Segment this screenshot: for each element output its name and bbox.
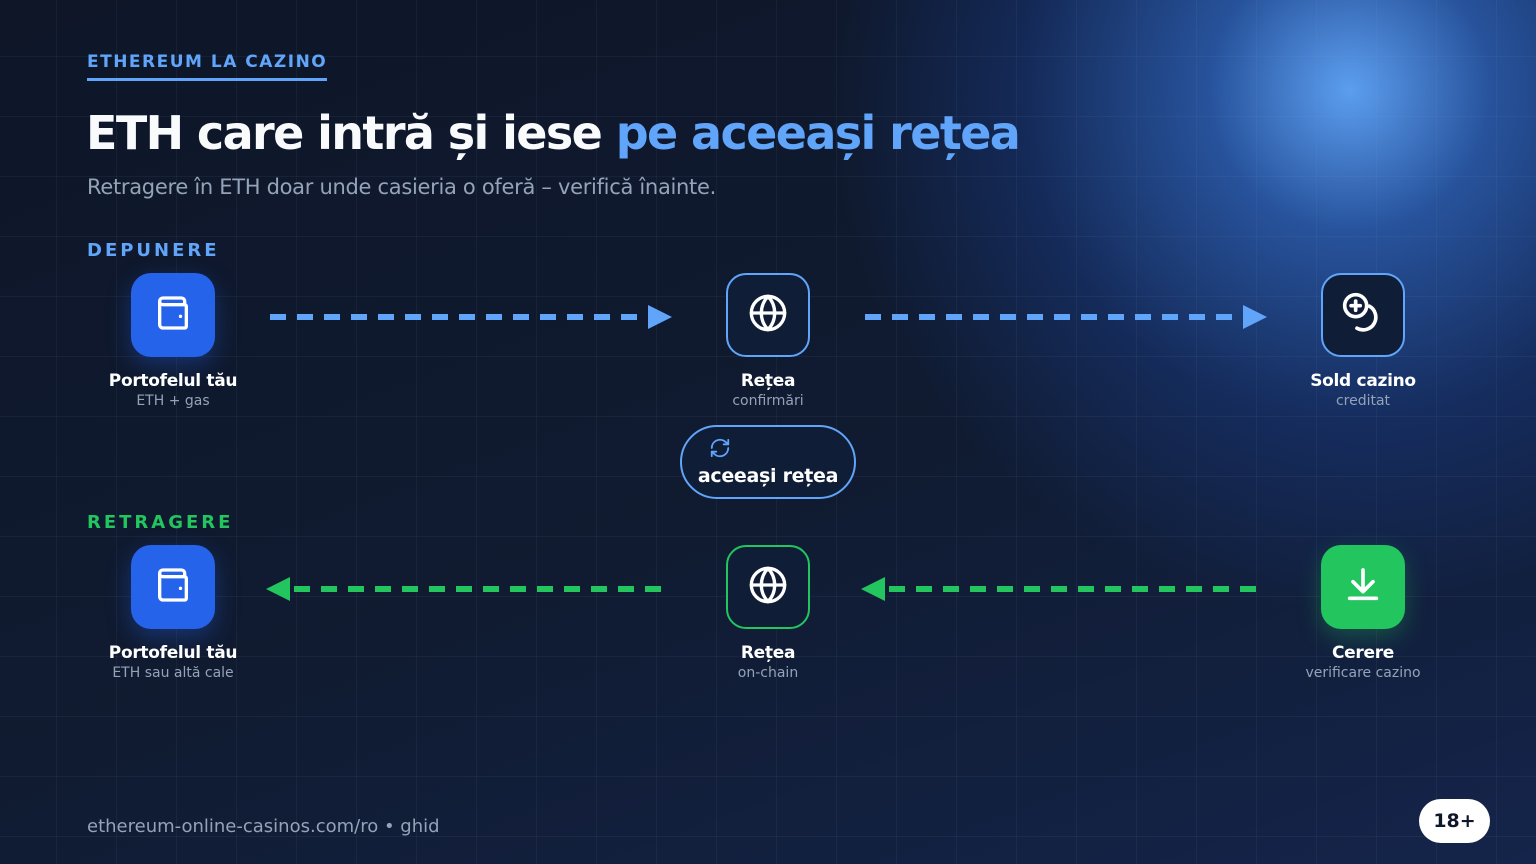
withdraw-node-request: Cerere verificare cazino xyxy=(1253,545,1473,681)
same-network-pill: aceeași rețea xyxy=(680,425,856,499)
globe-icon xyxy=(748,293,788,337)
deposit-section-label: DEPUNERE xyxy=(87,240,220,261)
wallet-icon xyxy=(153,293,193,337)
withdraw-network-box xyxy=(726,545,810,629)
withdraw-section-label: RETRAGERE xyxy=(87,512,234,533)
withdraw-node-network: Rețea on-chain xyxy=(658,545,878,681)
withdraw-wallet-name: Portofelul tău xyxy=(108,643,238,663)
eyebrow-label: ETHEREUM LA CAZINO xyxy=(87,52,328,81)
deposit-arrow-2 xyxy=(865,305,1267,329)
deposit-node-network: Rețea confirmări xyxy=(658,273,878,409)
withdraw-wallet-sub: ETH sau altă cale xyxy=(112,665,234,681)
deposit-balance-box xyxy=(1321,273,1405,357)
same-network-label: aceeași rețea xyxy=(697,465,839,487)
withdraw-request-box xyxy=(1321,545,1405,629)
deposit-arrow-1 xyxy=(270,305,672,329)
title-accent: pe aceeași rețea xyxy=(615,106,1021,160)
deposit-network-sub: confirmări xyxy=(732,393,804,409)
globe-icon xyxy=(748,565,788,609)
title-main: ETH care intră și iese xyxy=(86,106,616,160)
withdraw-node-wallet: Portofelul tău ETH sau altă cale xyxy=(63,545,283,681)
withdraw-wallet-box xyxy=(131,545,215,629)
deposit-wallet-box xyxy=(131,273,215,357)
wallet-icon xyxy=(153,565,193,609)
withdraw-request-name: Cerere xyxy=(1331,643,1395,663)
download-icon xyxy=(1343,565,1383,609)
withdraw-request-sub: verificare cazino xyxy=(1305,665,1421,681)
page-subtitle: Retragere în ETH doar unde casieria o of… xyxy=(87,175,716,199)
deposit-wallet-name: Portofelul tău xyxy=(108,371,238,391)
page-title: ETH care intră și iese pe aceeași rețea xyxy=(86,106,1021,160)
deposit-node-casino-balance: Sold cazino creditat xyxy=(1253,273,1473,409)
deposit-node-wallet: Portofelul tău ETH + gas xyxy=(63,273,283,409)
withdraw-network-name: Rețea xyxy=(740,643,796,663)
deposit-wallet-sub: ETH + gas xyxy=(136,393,210,409)
coin-plus-icon xyxy=(1341,291,1385,339)
deposit-balance-sub: creditat xyxy=(1335,393,1391,409)
refresh-icon xyxy=(709,437,731,463)
withdraw-network-sub: on-chain xyxy=(737,665,799,681)
withdraw-arrow-2 xyxy=(861,577,1259,601)
deposit-network-name: Rețea xyxy=(740,371,796,391)
footer-source: ethereum-online-casinos.com/ro • ghid xyxy=(87,816,440,837)
deposit-network-box xyxy=(726,273,810,357)
withdraw-arrow-1 xyxy=(266,577,664,601)
deposit-balance-name: Sold cazino xyxy=(1310,371,1416,391)
age-badge: 18+ xyxy=(1419,799,1490,843)
